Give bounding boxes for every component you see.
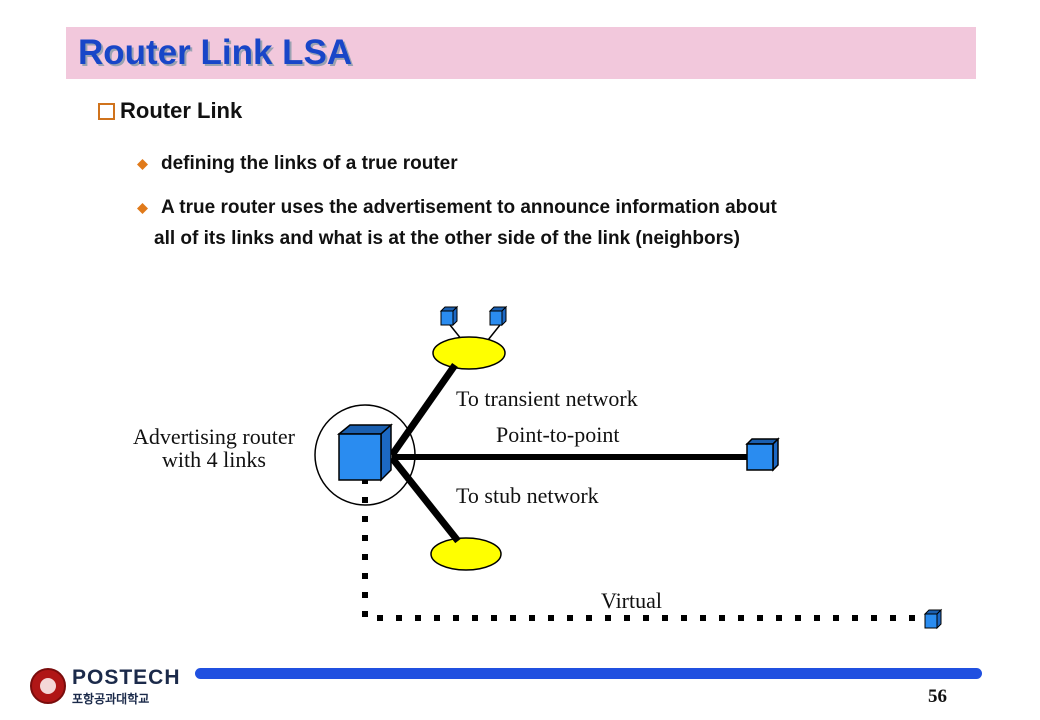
transient-link-line — [389, 362, 458, 458]
slide-title: Router Link LSA — [78, 33, 353, 72]
section-heading: Router Link — [120, 98, 243, 123]
host-cube-icon — [440, 306, 458, 326]
transient-network-ellipse — [432, 336, 506, 370]
logo-name: POSTECH — [72, 666, 181, 689]
host-cube-icon — [489, 306, 507, 326]
checkbox-bullet-icon — [98, 103, 115, 120]
advertising-router-icon — [336, 423, 393, 482]
router-label-line2: with 4 links — [162, 447, 266, 472]
virtual-endpoint-icon — [924, 609, 942, 629]
stub-network-ellipse — [430, 537, 502, 571]
page-number: 56 — [928, 686, 947, 707]
bullet-text-2: A true router uses the advertisement to … — [161, 197, 777, 218]
title-bar: Router Link LSA — [66, 27, 976, 79]
router-circle — [314, 404, 416, 506]
point-to-point-link-label: Point-to-point — [496, 422, 619, 447]
bullet-text-1: defining the links of a true router — [161, 153, 458, 174]
postech-logo: POSTECH 포항공과대학교 — [30, 666, 180, 710]
stub-link-line — [389, 455, 461, 544]
transient-link-label: To transient network — [456, 386, 638, 411]
neighbor-router-icon — [745, 437, 780, 472]
router-label-line1: Advertising router — [133, 424, 296, 449]
footer-line — [195, 668, 982, 679]
stub-link-label: To stub network — [456, 483, 599, 508]
logo-subtitle: 포항공과대학교 — [72, 692, 150, 706]
bullet-text-2-continued: all of its links and what is at the othe… — [154, 228, 740, 249]
diamond-bullet-icon — [137, 159, 148, 170]
university-seal-icon — [30, 668, 66, 704]
virtual-link-label: Virtual — [601, 588, 662, 613]
diamond-bullet-icon — [137, 203, 148, 214]
host-link-line — [487, 324, 501, 341]
